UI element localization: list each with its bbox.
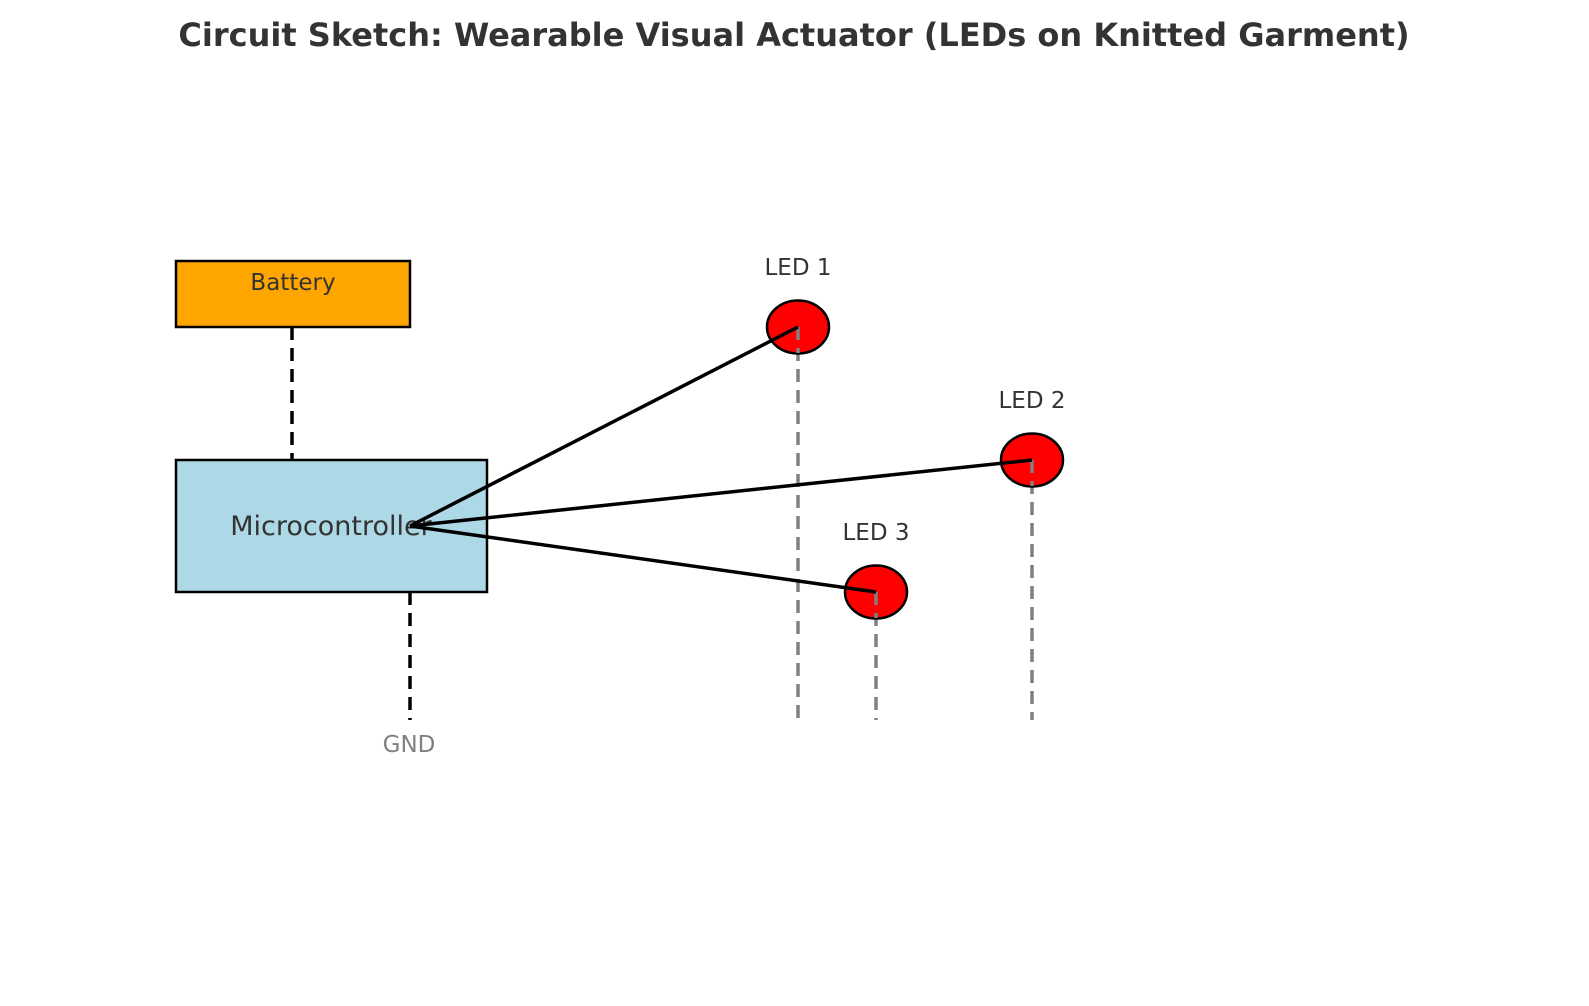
microcontroller-label: Microcontroller (230, 511, 432, 542)
signal-wire-led-2 (409, 458, 1033, 528)
signal-wire-led-3 (409, 524, 877, 594)
led-2-label: LED 2 (998, 388, 1065, 414)
battery-label: Battery (250, 270, 335, 296)
diagram-title: Circuit Sketch: Wearable Visual Actuator… (178, 16, 1409, 54)
battery-box (174, 259, 412, 329)
gnd-label: GND (383, 732, 436, 758)
led-3-label: LED 3 (842, 520, 909, 546)
signal-wire-led-1 (409, 325, 799, 528)
led-1-label: LED 1 (764, 255, 831, 281)
microcontroller-box (174, 458, 489, 594)
